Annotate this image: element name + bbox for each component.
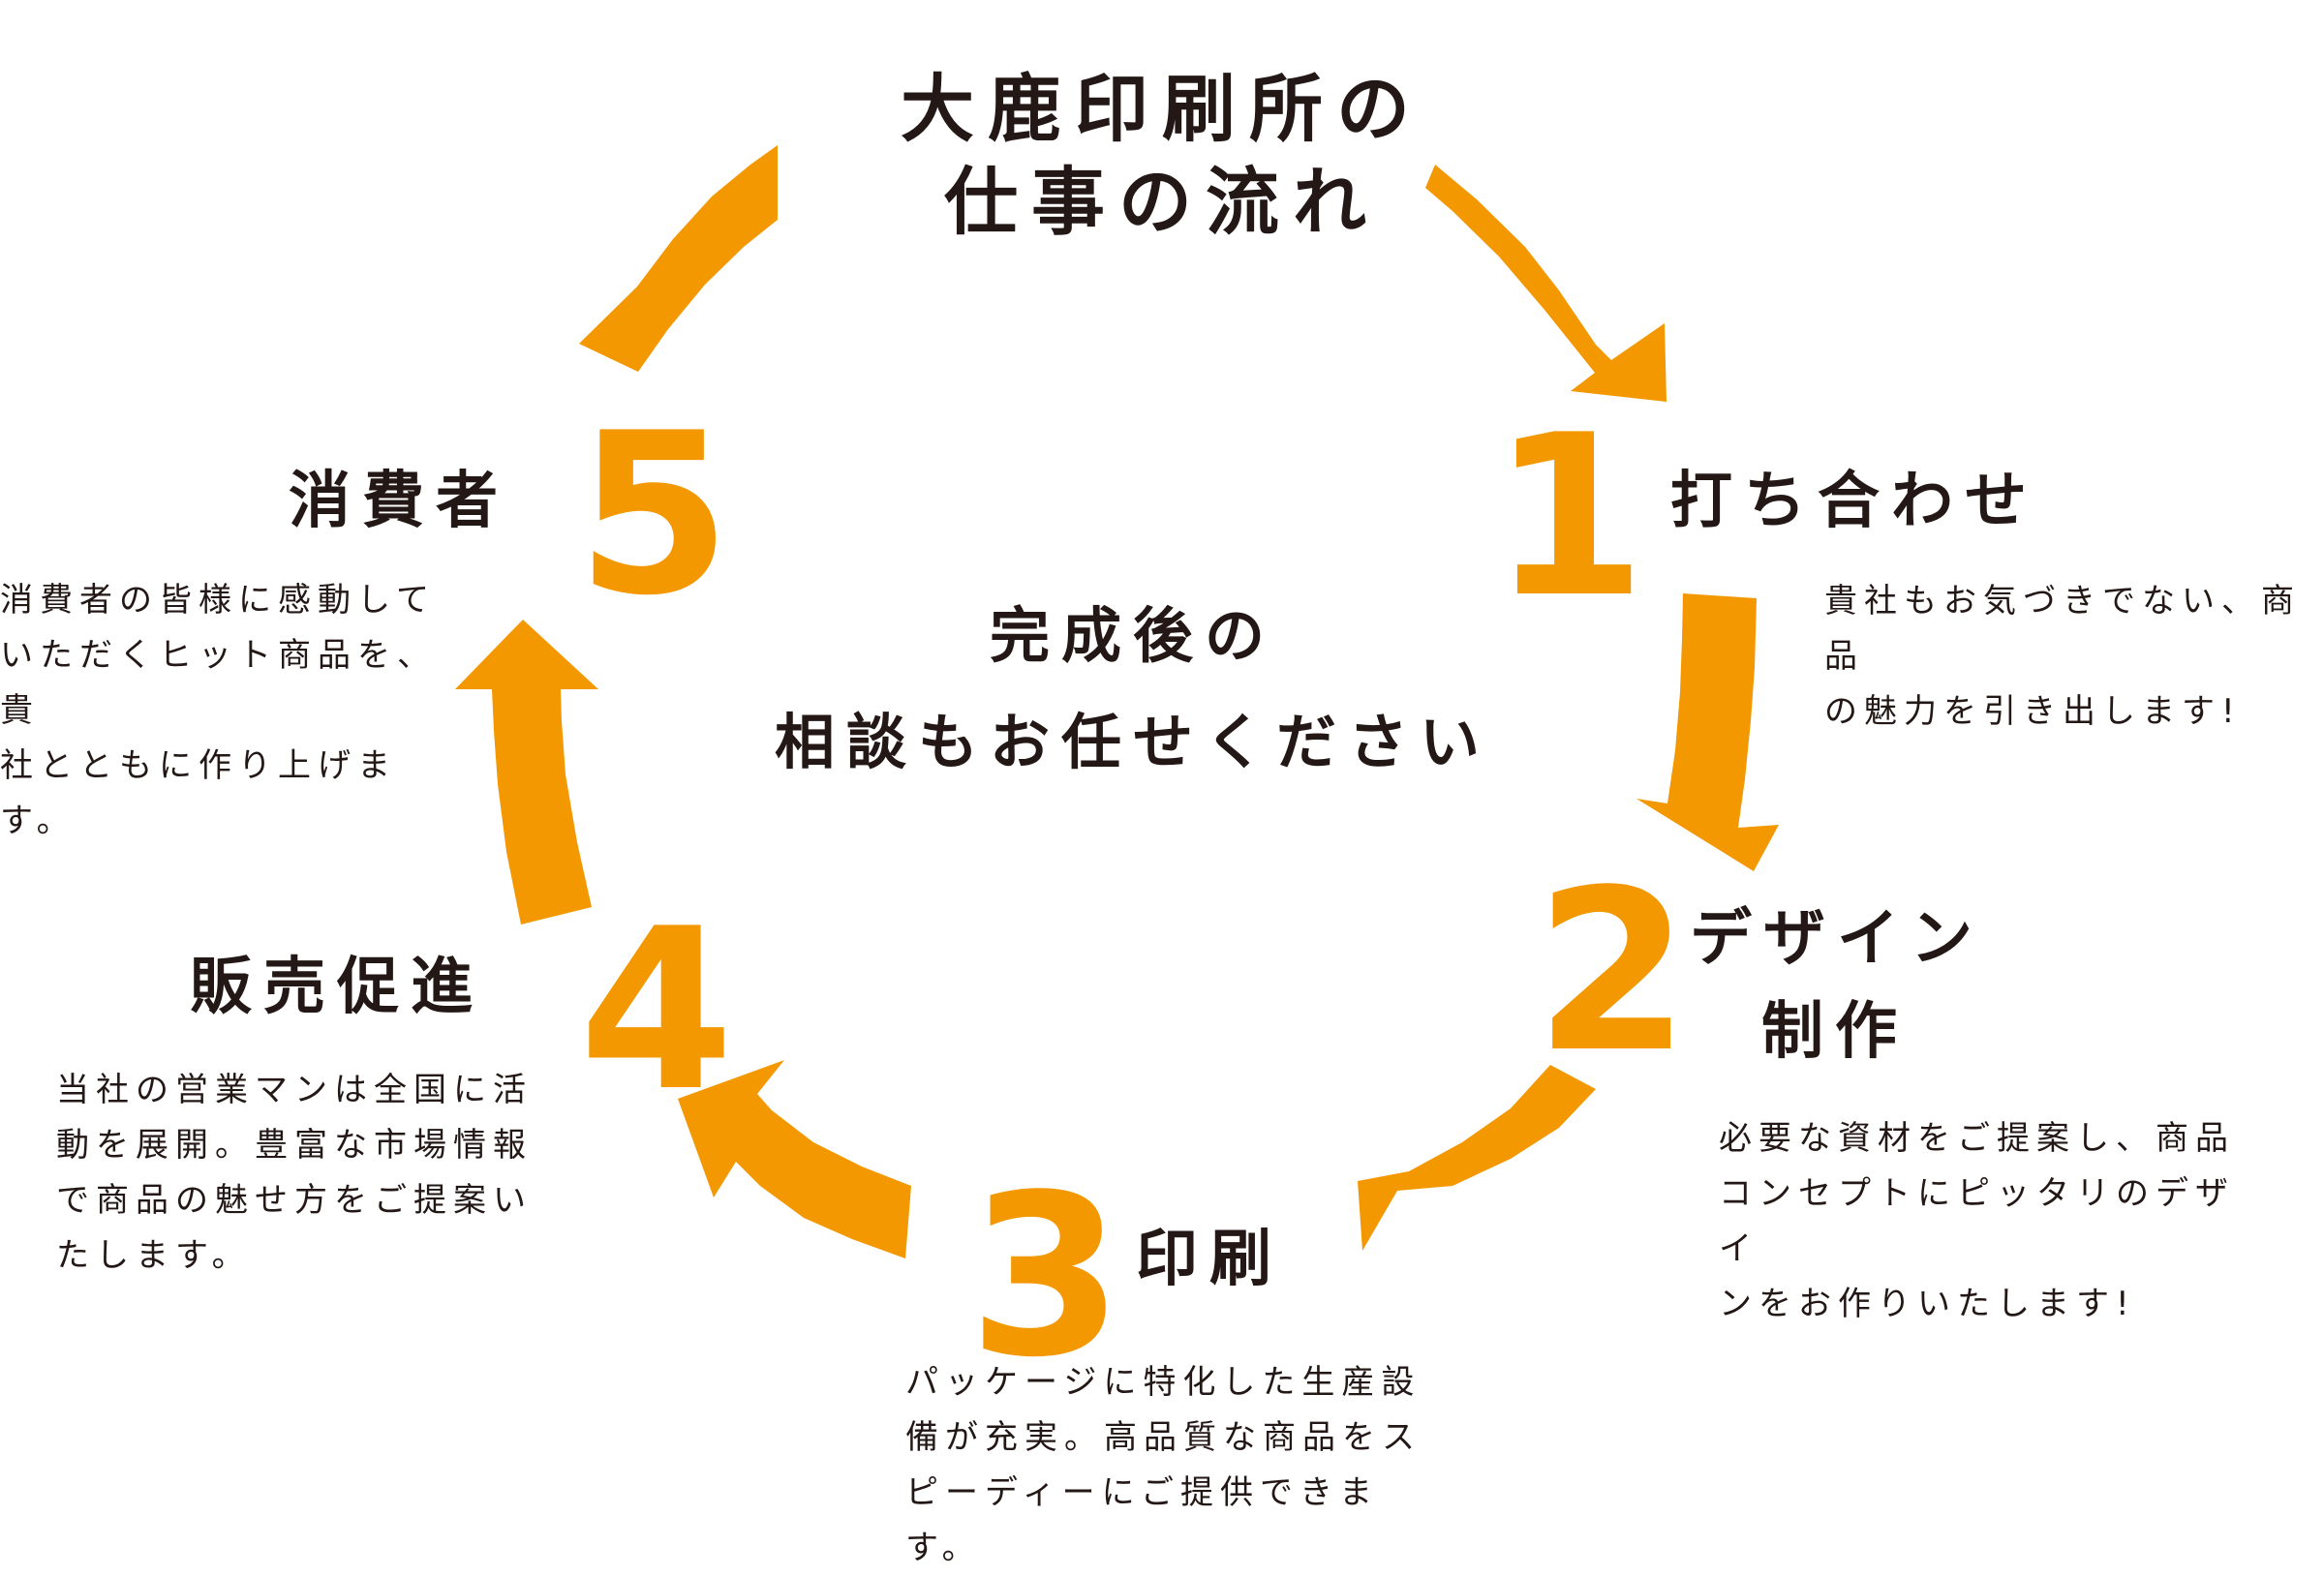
cycle-arrows (455, 145, 1779, 1258)
step-2-title: デザイン 制作 (1690, 903, 1984, 1068)
arrow-step3-to-step4 (678, 1060, 911, 1258)
step-1-description: 貴社もお気づきでない、商品 の魅力を引き出します! (1824, 582, 2301, 731)
arrow-step5-to-title (579, 145, 778, 372)
arrow-step1-to-step2 (1636, 593, 1779, 871)
step-1-title: 打ち合わせ (1670, 466, 2038, 537)
arrow-step2-to-step3 (1358, 1065, 1596, 1251)
page-title-line2: 仕事の流れ (944, 159, 1380, 245)
step-3-number: 3 (968, 1148, 1124, 1407)
step-5-title: 消費者 (289, 466, 509, 537)
step-2-number: 2 (1535, 843, 1691, 1102)
step-3-description: パッケージに特化した生産設 備が充実。高品質な商品をス ピーディーにご提供できま… (905, 1363, 1422, 1567)
step-5-number: 5 (576, 386, 732, 645)
step-4-title: 販売促進 (190, 952, 484, 1023)
center-message-line1: 完成後の (989, 600, 1276, 671)
page-title-line1: 大鹿印刷所の (901, 66, 1423, 152)
center-message: 完成後の 相談もお任せください (697, 583, 1569, 796)
arrow-step4-to-step5 (455, 620, 598, 924)
center-message-line2: 相談もお任せください (774, 707, 1491, 777)
step-5-description: 消費者の皆様に感動して いただくヒット商品を、貴 社とともに作り上げます。 (0, 581, 437, 840)
step-3-title: 印刷 (1136, 1224, 1283, 1295)
arrow-title-to-step1 (1425, 165, 1667, 402)
step-1-number: 1 (1491, 388, 1647, 647)
step-4-description: 当社の営業マンは全国に活 動を展開。豊富な市場情報 で商品の魅せ方をご提案い た… (56, 1071, 533, 1275)
step-4-number: 4 (579, 882, 735, 1140)
page-title: 大鹿印刷所の 仕事の流れ (823, 63, 1501, 249)
step-2-description: 必要な資材をご提案し、商品 コンセプトにピッタリのデザイ ンをお作りいたします! (1719, 1119, 2235, 1323)
